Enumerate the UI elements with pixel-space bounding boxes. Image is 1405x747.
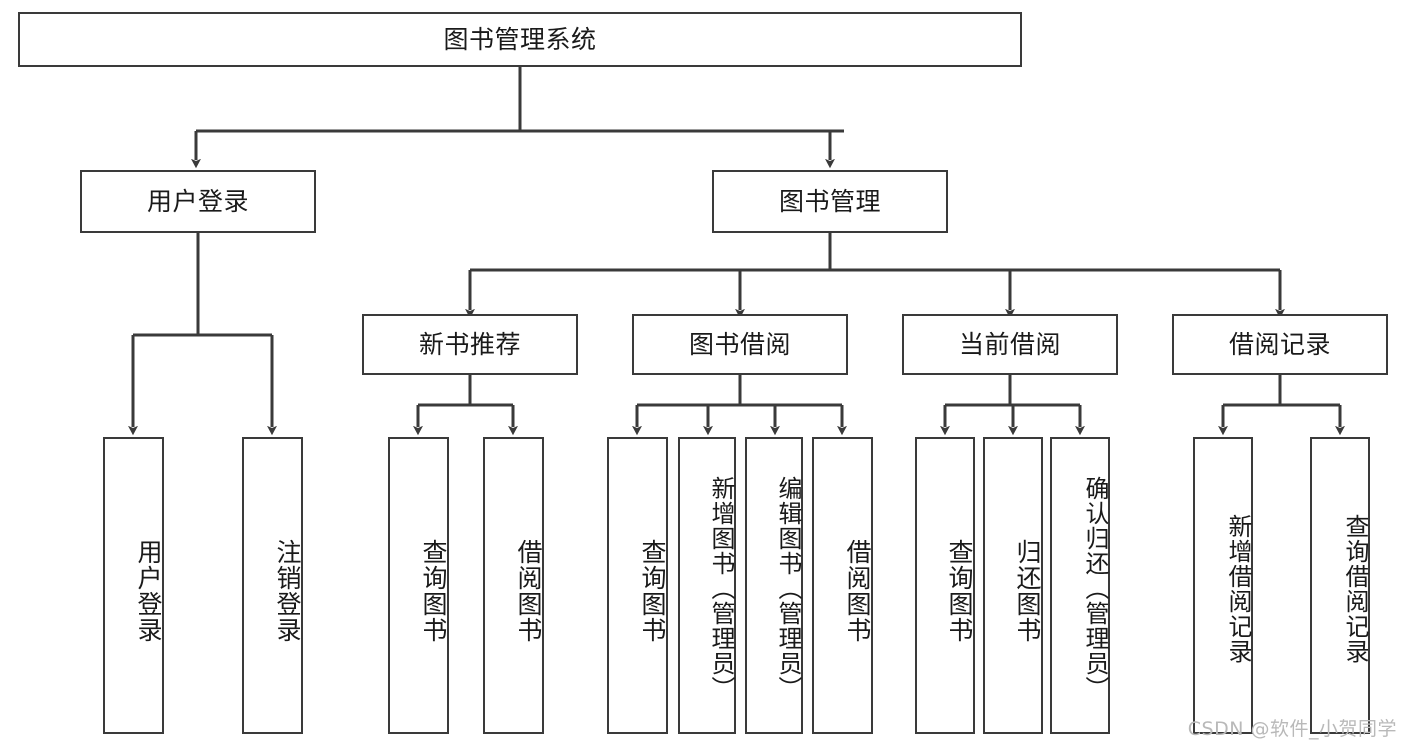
- leaf-query-book-recommend[interactable]: 查询图书: [388, 437, 449, 734]
- node-new-book-recommend[interactable]: 新书推荐: [362, 314, 578, 375]
- node-label: 图书管理系统: [443, 25, 597, 54]
- leaf-borrow-book-recommend[interactable]: 借阅图书: [483, 437, 544, 734]
- node-label: 归还图书: [1013, 538, 1042, 643]
- node-label: 编辑图书（管理员）: [774, 476, 802, 701]
- node-book-borrow[interactable]: 图书借阅: [632, 314, 848, 375]
- node-label: 新书推荐: [418, 330, 521, 359]
- leaf-query-book-current[interactable]: 查询图书: [915, 437, 975, 734]
- node-root-book-management-system[interactable]: 图书管理系统: [18, 12, 1022, 67]
- node-label: 用户登录: [134, 538, 163, 643]
- node-label: 借阅图书: [843, 538, 872, 643]
- node-user-login[interactable]: 用户登录: [80, 170, 316, 233]
- node-book-manage[interactable]: 图书管理: [712, 170, 948, 233]
- leaf-borrow-book-borrow[interactable]: 借阅图书: [812, 437, 873, 734]
- leaf-confirm-return-admin[interactable]: 确认归还（管理员）: [1050, 437, 1110, 734]
- leaf-user-login[interactable]: 用户登录: [103, 437, 164, 734]
- node-label: 查询图书: [638, 538, 667, 643]
- node-label: 新增借阅记录: [1224, 513, 1252, 664]
- node-label: 查询借阅记录: [1341, 513, 1369, 664]
- node-borrow-record[interactable]: 借阅记录: [1172, 314, 1388, 375]
- node-label: 图书借阅: [688, 330, 791, 359]
- node-label: 当前借阅: [958, 330, 1061, 359]
- node-label: 用户登录: [146, 187, 249, 216]
- leaf-logout-login[interactable]: 注销登录: [242, 437, 303, 734]
- node-label: 查询图书: [419, 538, 448, 643]
- leaf-add-book-admin[interactable]: 新增图书（管理员）: [678, 437, 736, 734]
- leaf-query-borrow-record[interactable]: 查询借阅记录: [1310, 437, 1370, 734]
- leaf-query-book-borrow[interactable]: 查询图书: [607, 437, 668, 734]
- leaf-edit-book-admin[interactable]: 编辑图书（管理员）: [745, 437, 803, 734]
- node-label: 确认归还（管理员）: [1081, 476, 1109, 701]
- leaf-return-book[interactable]: 归还图书: [983, 437, 1043, 734]
- node-label: 图书管理: [778, 187, 881, 216]
- node-current-borrow[interactable]: 当前借阅: [902, 314, 1118, 375]
- node-label: 新增图书（管理员）: [707, 476, 735, 701]
- leaf-add-borrow-record[interactable]: 新增借阅记录: [1193, 437, 1253, 734]
- node-label: 查询图书: [945, 538, 974, 643]
- node-label: 借阅记录: [1228, 330, 1331, 359]
- node-label: 注销登录: [273, 538, 302, 643]
- node-label: 借阅图书: [514, 538, 543, 643]
